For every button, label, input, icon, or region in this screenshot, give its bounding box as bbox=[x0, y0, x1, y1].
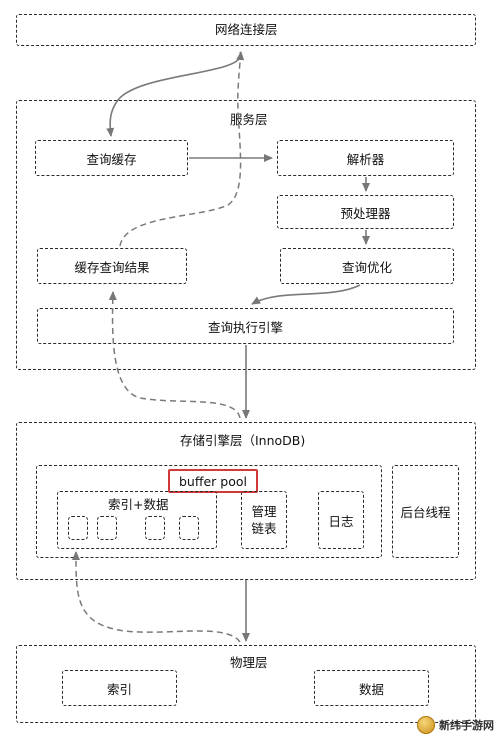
physical-layer bbox=[16, 645, 476, 723]
page-slot-2 bbox=[97, 516, 117, 540]
background-threads-label: 后台线程 bbox=[400, 505, 451, 520]
manage-list-label: 管理 链表 bbox=[251, 504, 277, 536]
index-box: 索引 bbox=[62, 670, 177, 706]
storage-layer bbox=[16, 422, 476, 580]
parser-box: 解析器 bbox=[277, 140, 454, 176]
arrow-optimizer-to-executor bbox=[251, 284, 361, 305]
arrow-network-to-cache bbox=[106, 51, 242, 137]
index-data-label: 索引+数据 bbox=[108, 497, 169, 512]
optimizer-label: 查询优化 bbox=[341, 259, 392, 275]
optimizer-box: 查询优化 bbox=[280, 248, 454, 284]
buffer-pool-area bbox=[36, 465, 382, 558]
watermark-logo-icon bbox=[417, 716, 435, 734]
parser-label: 解析器 bbox=[346, 151, 385, 167]
index-label: 索引 bbox=[106, 681, 132, 697]
log-box: 日志 bbox=[318, 491, 364, 549]
executor-label: 查询执行引擎 bbox=[207, 319, 283, 335]
index-data-box bbox=[57, 491, 217, 549]
query-cache-label: 查询缓存 bbox=[86, 151, 137, 167]
buffer-pool-title: buffer pool bbox=[168, 469, 258, 493]
log-label: 日志 bbox=[328, 513, 354, 529]
data-box: 数据 bbox=[314, 670, 429, 706]
buffer-pool-label: buffer pool bbox=[179, 473, 247, 489]
arrow-results-to-network bbox=[119, 51, 245, 247]
network-layer-label: 网络连接层 bbox=[215, 22, 278, 37]
page-slot-4 bbox=[179, 516, 199, 540]
page-slot-3 bbox=[145, 516, 165, 540]
storage-layer-label: 存储引擎层（InnoDB) bbox=[180, 433, 306, 448]
manage-list-box: 管理 链表 bbox=[241, 491, 287, 549]
cache-results-label: 缓存查询结果 bbox=[74, 259, 150, 275]
query-cache-box: 查询缓存 bbox=[35, 140, 188, 176]
network-layer bbox=[16, 14, 476, 46]
background-threads-box: 后台线程 bbox=[392, 465, 459, 558]
watermark-text: 新纬手游网 bbox=[439, 719, 494, 732]
executor-box: 查询执行引擎 bbox=[37, 308, 454, 344]
cache-results-box: 缓存查询结果 bbox=[37, 248, 187, 284]
data-label: 数据 bbox=[358, 681, 384, 697]
preprocessor-box: 预处理器 bbox=[277, 195, 454, 229]
arrow-storage-to-results bbox=[108, 291, 241, 419]
page-slot-1 bbox=[68, 516, 88, 540]
physical-layer-label: 物理层 bbox=[230, 655, 268, 670]
preprocessor-label: 预处理器 bbox=[340, 205, 391, 221]
arrow-physical-to-index bbox=[71, 551, 241, 643]
watermark: 新纬手游网 bbox=[417, 716, 494, 734]
